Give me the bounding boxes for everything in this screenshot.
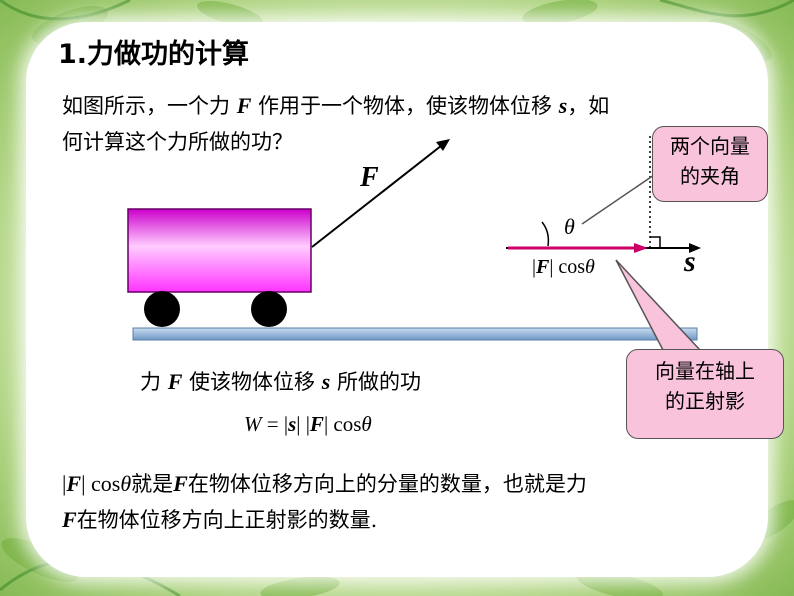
cart-wheel-right [251,291,287,327]
summary-text-b: 在物体位移方向上的分量的数量，也就是力 [187,472,587,496]
summary-bar-1: | [62,471,67,496]
caption-text-b: 使该物体位移 [182,370,322,394]
projection-arrowhead [634,243,648,253]
summary-F-2: F [173,471,188,496]
displacement-arrowhead [689,243,701,253]
caption-text-c: 所做的功 [330,370,421,394]
work-caption: 力 F 使该物体位移 s 所做的功 [140,366,421,396]
force-arrow [311,141,447,248]
force-label: F [360,162,379,193]
formula-W: W [244,412,262,436]
summary-cos: | cos [81,471,121,496]
formula-s: s [288,412,297,436]
angle-callout-line-2: 的夹角 [680,164,740,188]
intro-paragraph: 如图所示，一个力 F 作用于一个物体，使该物体位移 s，如 何计算这个力所做的功… [62,88,752,160]
intro-text-c: ，如 [567,94,610,118]
proj-callout-line-2: 的正射影 [665,389,745,413]
formula-cos: | cos [323,412,362,436]
formula-mid: | | [296,412,310,436]
summary-paragraph: |F| cosθ就是F在物体位移方向上的分量的数量，也就是力 F在物体位移方向上… [62,466,752,538]
cart-body [127,208,312,293]
force-arrowhead [436,139,450,151]
intro-text-a: 如图所示，一个力 [62,94,237,118]
formula-F: F [309,412,324,436]
summary-F-3: F [62,507,77,532]
proj-F: F [536,256,550,278]
angle-callout: 两个向量 的夹角 [652,126,768,202]
proj-theta: θ [585,256,595,278]
proj-callout-line-1: 向量在轴上 [655,359,755,383]
summary-line-2: F在物体位移方向上正射影的数量. [62,502,752,538]
summary-F-1: F [66,471,82,496]
intro-s: s [558,93,568,118]
intro-line-2: 何计算这个力所做的功？ [62,130,293,154]
work-formula: W = |s| |F| cosθ [244,412,372,437]
summary-line-1: |F| cosθ就是F在物体位移方向上的分量的数量，也就是力 [62,466,752,502]
formula-theta: θ [361,412,372,436]
angle-callout-line-1: 两个向量 [670,134,750,158]
summary-theta: θ [120,471,132,496]
intro-text-b: 作用于一个物体，使该物体位移 [251,94,559,118]
projection-callout: 向量在轴上 的正射影 [626,349,784,439]
summary-text-a: 就是 [131,472,174,496]
ground-bar [132,327,698,341]
angle-arc [541,221,550,247]
intro-F: F [236,93,252,118]
cart-wheel-left [144,291,180,327]
proj-cos: | cos [549,256,586,278]
right-angle-mark [650,236,661,248]
formula-eq: = | [261,412,289,436]
caption-s: s [321,369,331,394]
caption-F: F [167,369,183,394]
caption-text-a: 力 [140,370,168,394]
summary-text-c: 在物体位移方向上正射影的数量. [76,508,378,532]
proj-bar-open: | [532,256,537,278]
angle-label: θ [564,214,575,239]
page-title: 1.力做功的计算 [58,39,250,70]
projection-label: |F| cosθ [532,256,595,279]
displacement-label: s [684,245,696,278]
intro-line-1: 如图所示，一个力 F 作用于一个物体，使该物体位移 s，如 [62,88,752,124]
